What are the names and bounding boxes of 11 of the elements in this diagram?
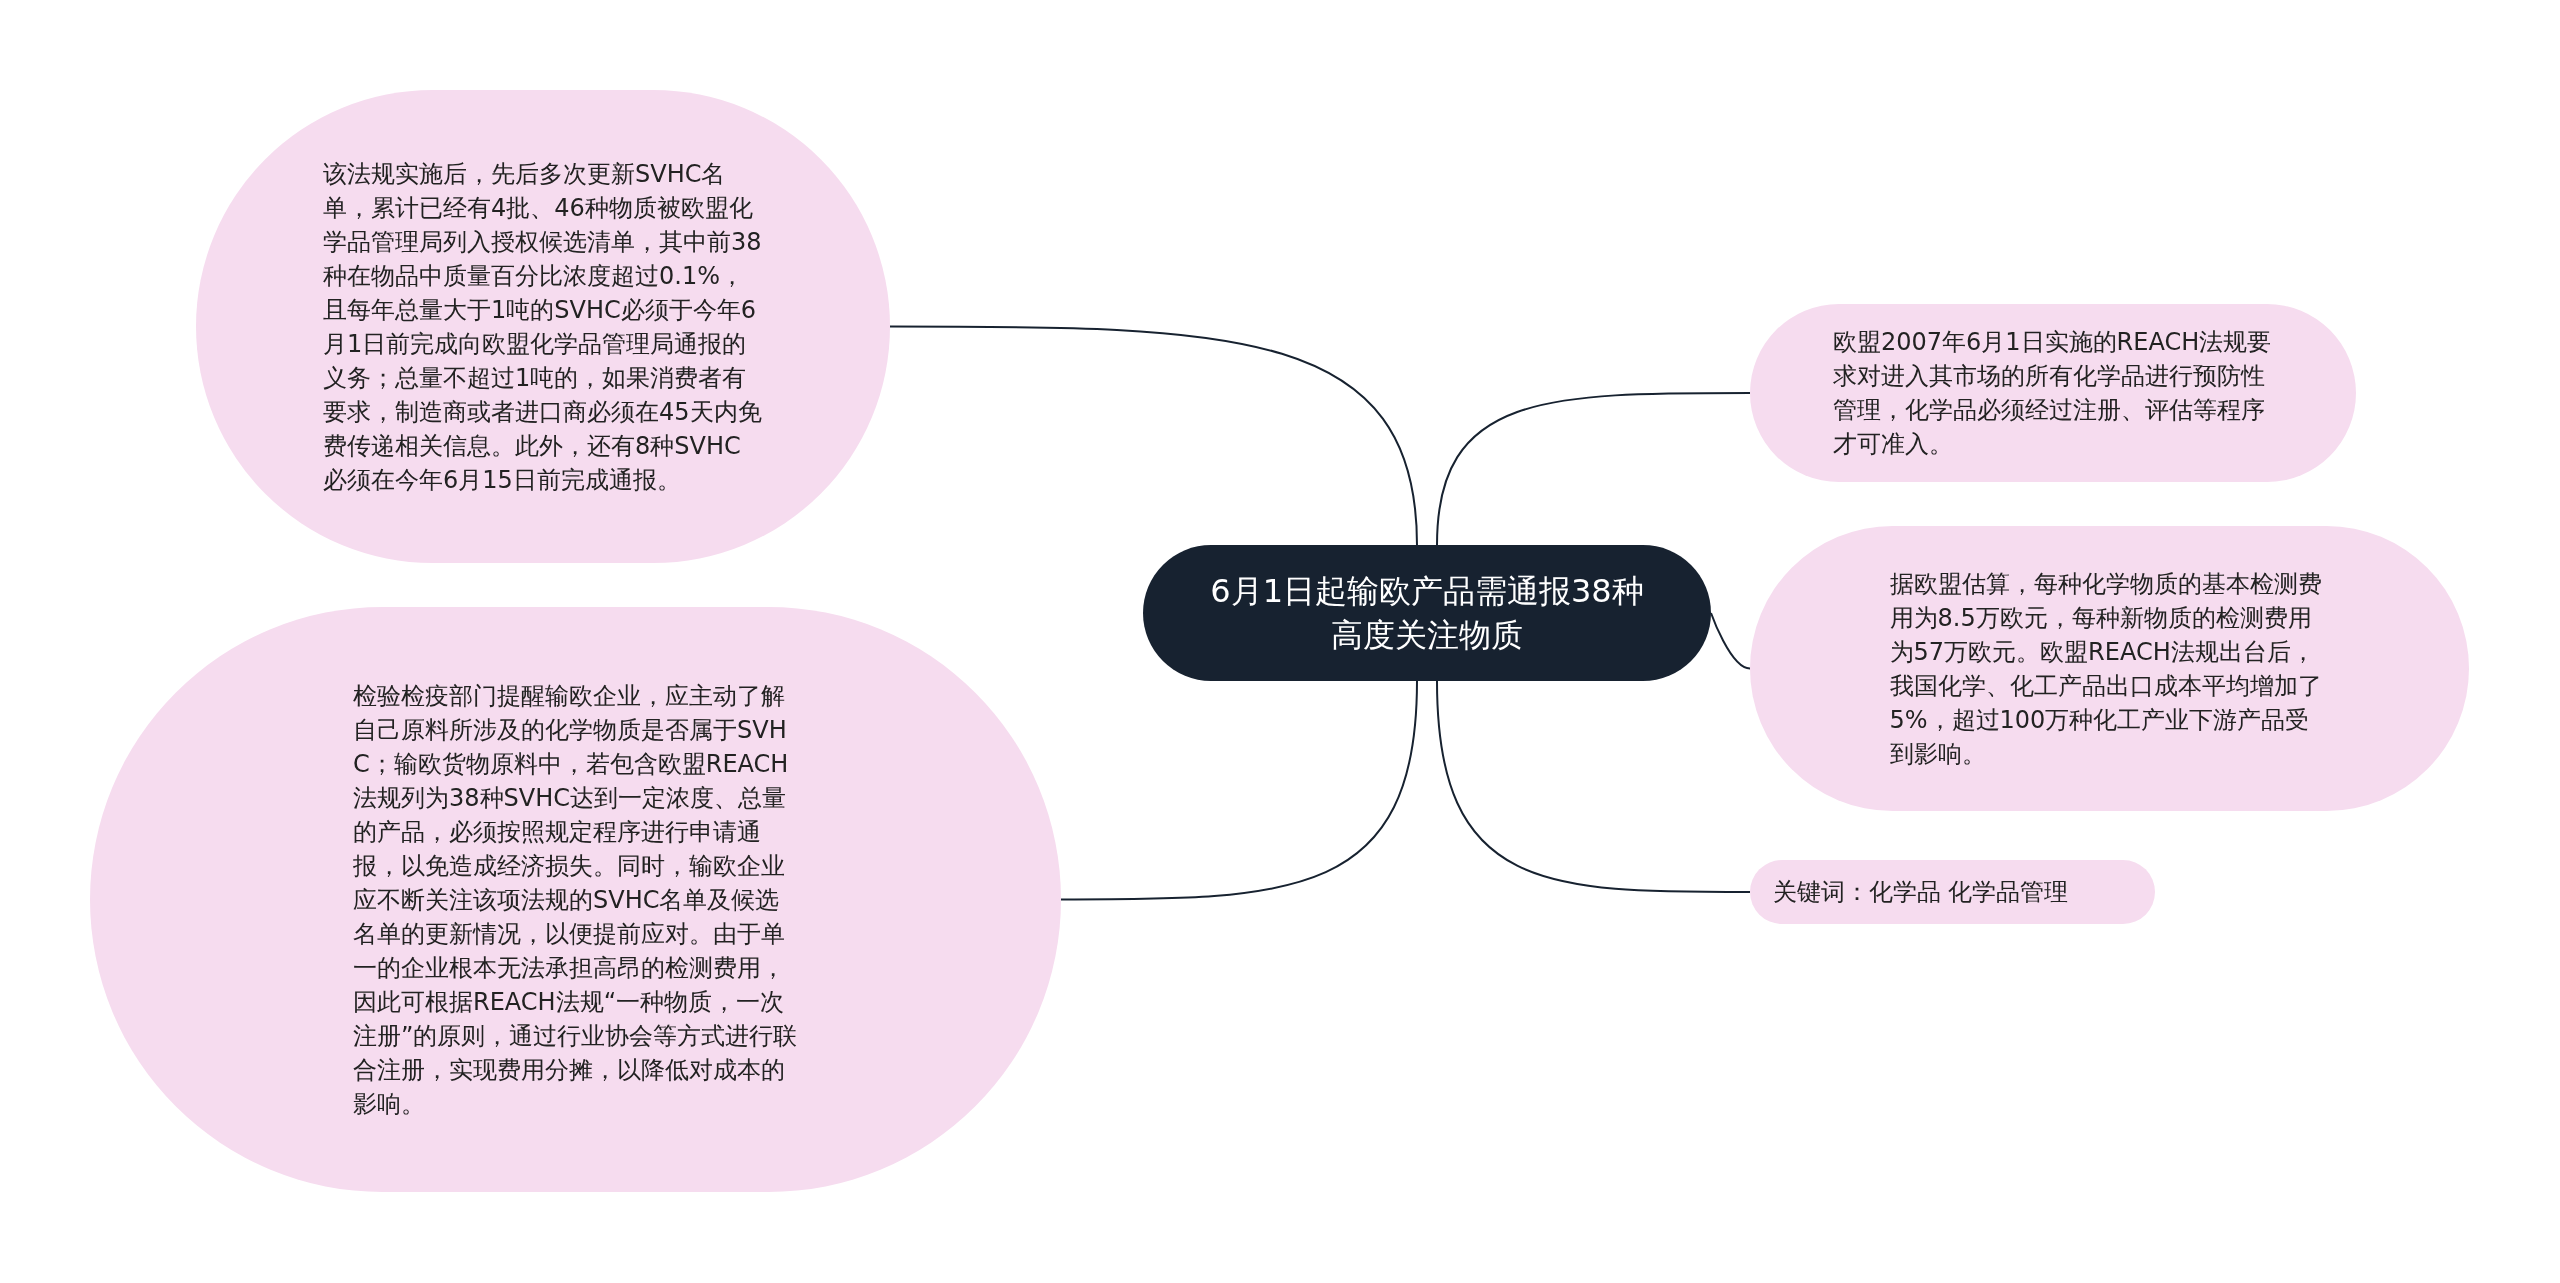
topic-text: 该法规实施后，先后多次更新SVHC名单，累计已经有4批、46种物质被欧盟化学品管理局列入授权候选清单，其中前38种在物品中质量百分比浓度超过0.1%，且每年总量大于1吨的SVHC必须于今年6月1日前完成向欧盟化学品管理局通报的义务；总量不超过1吨的，如果消费者有要求，制造商或者进口商必须在45天内免费传递相关信息。此外，还有8种SVHC必须在今年6月15日前完成通报。	[323, 158, 763, 496]
topic-text: 关键词：化学品 化学品管理	[1772, 877, 2070, 908]
topic-text: 欧盟2007年6月1日实施的REACH法规要求对进入其市场的所有化学品进行预防性管理，化学品必须经过注册、评估等程序才可准入。	[1833, 327, 2273, 460]
connector-line	[1710, 612, 1751, 670]
topic-text: 据欧盟估算，每种化学物质的基本检测费用为8.5万欧元，每种新物质的检测费用为57万欧元。欧盟REACH法规出台后，我国化学、化工产品出口成本平均增加了5%，超过100万种化工产业下游产品受到影响。	[1889, 568, 2323, 770]
connector-line	[889, 325, 1418, 546]
connector-line	[1436, 680, 1751, 893]
topic-title: 6月1日起输欧产品需通报38种高度关注物质	[1209, 571, 1645, 656]
connector-line	[1436, 392, 1751, 546]
connector-line	[1060, 680, 1418, 901]
topic-text: 检验检疫部门提醒输欧企业，应主动了解自己原料所涉及的化学物质是否属于SVHC；输欧货物原料中，若包含欧盟REACH法规列为38种SVHC达到一定浓度、总量的产品，必须按照规定程序进行申请通报，以免造成经济损失。同时，输欧企业应不断关注该项法规的SVHC名单及候选名单的更新情况，以便提前应对。由于单一的企业根本无法承担高昂的检测费用，因此可根据REACH法规“一种物质，一次注册”的原则，通过行业协会等方式进行联合注册，实现费用分摊，以降低对成本的影响。	[353, 680, 798, 1120]
